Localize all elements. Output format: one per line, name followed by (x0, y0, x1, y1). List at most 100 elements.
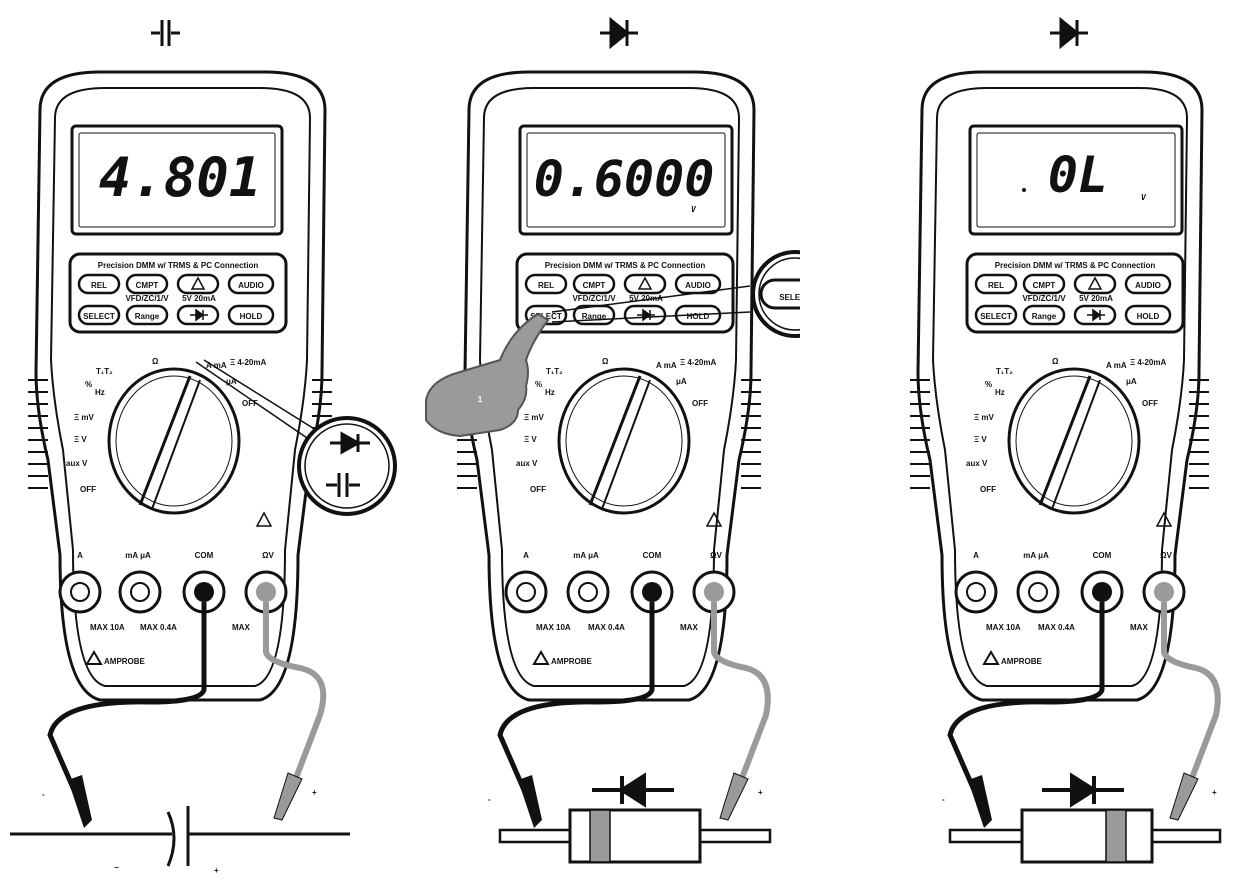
diode-component (948, 772, 1222, 864)
dial-label-4-20ma: Ξ 4-20mA (680, 358, 716, 367)
brand-label: AMPROBE (551, 657, 593, 666)
rel-button[interactable] (77, 273, 121, 295)
terminal-label-com: COM (643, 551, 662, 560)
cmpt-button[interactable] (125, 273, 169, 295)
hold-button-label: HOLD (240, 312, 263, 321)
dial-label-hz: Hz (995, 388, 1005, 397)
rotary-dial: % Hz T₁T₂ Ξ mV Ξ V aux V OFF Ω A mA μA Ξ… (516, 357, 723, 527)
meter-illustration-diode-reverse: 0L V Precision DMM w/ TRMS & PC Connecti… (910, 16, 1222, 864)
dial-label-ma: A mA (206, 361, 227, 370)
select-button[interactable] (974, 304, 1018, 326)
warning-button[interactable] (1073, 273, 1117, 295)
terminal-label-ma-ua: mA μA (125, 551, 151, 560)
probe-sign-positive: + (758, 788, 763, 797)
header-strip-label: Precision DMM w/ TRMS & PC Connection (995, 261, 1156, 270)
rating-a: MAX 10A (90, 623, 125, 632)
meter-illustration-diode-forward: 0.6000 V Precision DMM w/ TRMS & PC Conn… (425, 16, 839, 864)
black-probe[interactable] (68, 775, 92, 828)
terminal-label-com: COM (1093, 551, 1112, 560)
warning-triangle-icon (705, 511, 723, 527)
black-lead (947, 602, 1105, 791)
rating-a: MAX 10A (986, 623, 1021, 632)
black-probe[interactable] (968, 775, 992, 828)
diode-cathode-band (1105, 809, 1127, 863)
dial-label-ma: A mA (1106, 361, 1127, 370)
black-lead (497, 602, 655, 791)
meter-illustration-capacitance: 4.801 Precision DMM w/ TRMS & PC Connect… (10, 20, 397, 875)
cmpt-button-label: CMPT (583, 281, 606, 290)
terminal-label-ma-ua: mA μA (573, 551, 599, 560)
range-button-label: Range (135, 312, 160, 321)
dial-label-hz: Hz (95, 388, 105, 397)
warning-button[interactable] (623, 273, 667, 295)
input-terminals: A mA μA COM ΩV MAX 10A MAX 0.4A MAX AMPR… (504, 551, 736, 666)
cmpt-button[interactable] (572, 273, 616, 295)
current-sublabel: 5V 20mA (629, 294, 663, 303)
dial-label-temp: T₁T₂ (96, 367, 113, 376)
dial-label-ohm: Ω (602, 357, 609, 366)
input-terminals: A mA μA COM ΩV MAX 10A MAX 0.4A MAX AMPR… (58, 551, 288, 666)
dial-label-temp: T₁T₂ (996, 367, 1013, 376)
callout-select-label: SELECT (779, 293, 800, 302)
cmpt-button[interactable] (1022, 273, 1066, 295)
header-strip-label: Precision DMM w/ TRMS & PC Connection (98, 261, 259, 270)
dial-label-aux-v: aux V (966, 459, 988, 468)
jack-a[interactable] (954, 570, 998, 614)
dial-label-mv: Ξ mV (524, 413, 544, 422)
range-button-label: Range (582, 312, 607, 321)
button-panel: Precision DMM w/ TRMS & PC Connection RE… (515, 252, 735, 334)
dial-label-v: Ξ V (74, 435, 87, 444)
cmpt-sublabel: VFD/ZC/1/V (1022, 294, 1066, 303)
header-strip-label: Precision DMM w/ TRMS & PC Connection (545, 261, 706, 270)
gray-probe[interactable] (1169, 772, 1199, 821)
rel-button-label: REL (538, 281, 554, 290)
range-button[interactable] (125, 304, 169, 326)
hold-button[interactable] (227, 304, 275, 326)
dial-pointer[interactable] (138, 375, 192, 506)
dial-label-mv: Ξ mV (74, 413, 94, 422)
hold-button-label: HOLD (1137, 312, 1160, 321)
select-button-label: SELECT (83, 312, 115, 321)
probe-sign-negative: - (488, 795, 491, 804)
select-button[interactable] (77, 304, 121, 326)
black-probe[interactable] (518, 775, 542, 828)
gray-probe[interactable] (719, 772, 749, 821)
jack-a[interactable] (504, 570, 548, 614)
dial-label-off-right: OFF (242, 399, 258, 408)
rating-max: MAX (680, 623, 698, 632)
rating-a: MAX 10A (536, 623, 571, 632)
warning-triangle-icon (190, 276, 206, 290)
warning-button[interactable] (176, 273, 220, 295)
jack-ma-ua[interactable] (118, 570, 162, 614)
probe-sign-negative: - (42, 790, 45, 799)
audio-button-label: AUDIO (685, 281, 711, 290)
jack-ma-ua[interactable] (566, 570, 610, 614)
current-sublabel: 5V 20mA (1079, 294, 1113, 303)
rel-button[interactable] (524, 273, 568, 295)
hold-button[interactable] (1124, 304, 1172, 326)
black-lead (47, 602, 207, 791)
gray-lead (1161, 602, 1221, 780)
probe-leads: - + (942, 602, 1221, 828)
rating-max: MAX (1130, 623, 1148, 632)
input-terminals: A mA μA COM ΩV MAX 10A MAX 0.4A MAX AMPR… (954, 551, 1186, 666)
dial-label-ua: μA (1126, 377, 1137, 386)
rotary-dial: % Hz T₁T₂ Ξ mV Ξ V aux V OFF Ω A mA μA Ξ… (66, 357, 273, 527)
audio-button[interactable] (227, 273, 275, 295)
meter-panel-capacitance: 4.801 Precision DMM w/ TRMS & PC Connect… (0, 0, 400, 879)
range-button-label: Range (1032, 312, 1057, 321)
mode-header-capacitor-icon (151, 20, 180, 46)
rating-max: MAX (232, 623, 250, 632)
rel-button[interactable] (974, 273, 1018, 295)
jack-ma-ua[interactable] (1016, 570, 1060, 614)
gray-probe[interactable] (273, 772, 303, 821)
jack-a[interactable] (58, 570, 102, 614)
dial-pointer[interactable] (588, 375, 642, 506)
probe-sign-positive: + (1212, 788, 1217, 797)
button-panel: Precision DMM w/ TRMS & PC Connection RE… (68, 252, 288, 334)
warning-triangle-icon (1155, 511, 1173, 527)
audio-button[interactable] (1124, 273, 1172, 295)
range-button[interactable] (1022, 304, 1066, 326)
dial-pointer[interactable] (1038, 375, 1092, 506)
dial-label-ohm: Ω (152, 357, 159, 366)
